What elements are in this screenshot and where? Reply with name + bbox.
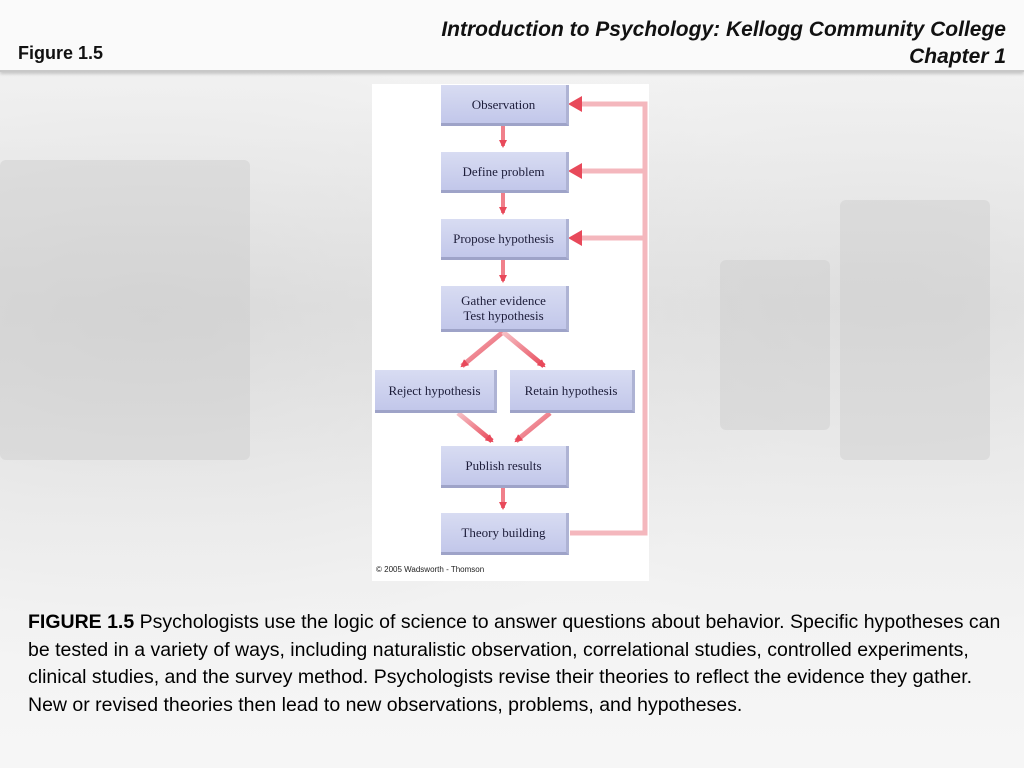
node-observation: Observation: [441, 85, 569, 126]
feedback-arrowhead-observation: [568, 96, 582, 112]
arrow-gather-to-retain: [501, 330, 546, 368]
feedback-loop-line: [570, 101, 648, 536]
gather-evidence-label: Gather evidence: [461, 292, 546, 308]
figure-caption: FIGURE 1.5 Psychologists use the logic o…: [28, 609, 1003, 719]
caption-text: Psychologists use the logic of science t…: [28, 611, 1001, 716]
feedback-arrowhead-propose: [568, 230, 582, 246]
course-title: Introduction to Psychology: Kellogg Comm…: [441, 16, 1006, 70]
node-theory-building: Theory building: [441, 513, 569, 555]
feedback-arrowhead-define: [568, 163, 582, 179]
test-hypothesis-label: Test hypothesis: [463, 307, 544, 323]
caption-lead: FIGURE 1.5: [28, 611, 135, 633]
figure-label: Figure 1.5: [18, 43, 104, 63]
arrow-retain-to-publish: [514, 411, 552, 443]
chapter-label: Chapter 1: [909, 45, 1006, 68]
course-title-line: Introduction to Psychology: Kellogg Comm…: [441, 18, 1006, 41]
slide-header: Figure 1.5 Introduction to Psychology: K…: [0, 0, 1024, 72]
node-define-problem: Define problem: [441, 152, 569, 193]
background-shape: [0, 160, 250, 460]
copyright-notice: © 2005 Wadsworth - Thomson: [376, 565, 485, 574]
arrow-reject-to-publish: [456, 411, 494, 443]
background-shape: [840, 200, 990, 460]
background-shape: [720, 260, 830, 430]
node-publish-results: Publish results: [441, 446, 569, 488]
node-reject-hypothesis: Reject hypothesis: [375, 370, 497, 413]
node-propose-hypothesis: Propose hypothesis: [441, 219, 569, 260]
node-retain-hypothesis: Retain hypothesis: [510, 370, 635, 413]
node-gather-evidence: Gather evidence Test hypothesis: [441, 286, 569, 332]
arrow-gather-to-reject: [460, 330, 505, 368]
